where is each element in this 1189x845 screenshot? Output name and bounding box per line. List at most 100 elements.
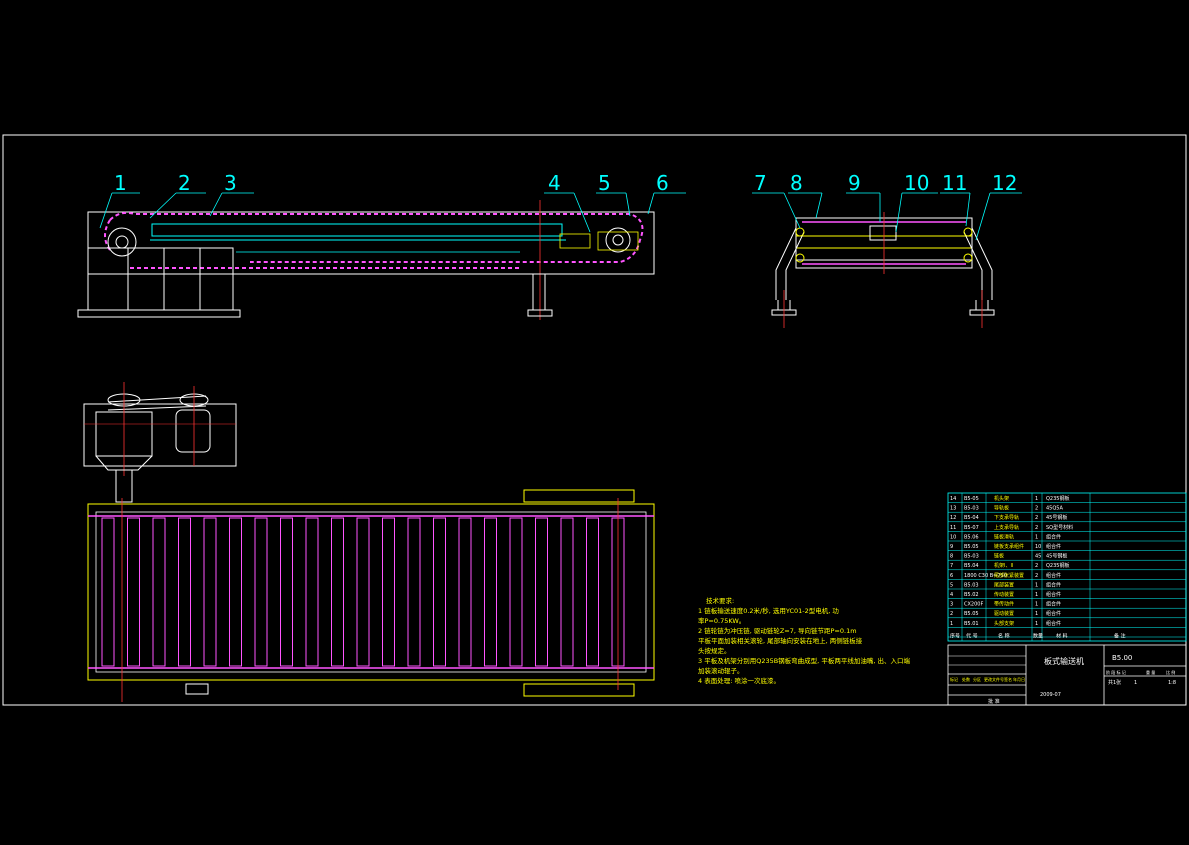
part-number: 9 bbox=[950, 544, 953, 550]
balloon-12: 12 bbox=[992, 171, 1017, 195]
part-number: 11 bbox=[950, 525, 956, 531]
part-number: 2 bbox=[950, 611, 953, 617]
part-name: 机架I、II bbox=[994, 562, 1013, 569]
part-material: 组合件 bbox=[1046, 581, 1061, 588]
part-qty: 1 bbox=[1035, 621, 1038, 627]
part-code: B5.05 bbox=[964, 544, 979, 550]
note-line: 4 表面处理: 喷涂一次底漆。 bbox=[698, 677, 780, 685]
balloon-1: 1 bbox=[114, 171, 127, 195]
chain-slat bbox=[560, 517, 574, 667]
part-name: 尾部装置 bbox=[994, 581, 1014, 588]
scale-value: 1:8 bbox=[1168, 680, 1176, 686]
sheet-number: 1 bbox=[1134, 680, 1137, 686]
part-code: B5.02 bbox=[964, 592, 979, 598]
part-code: B5.01 bbox=[964, 621, 979, 627]
part-code: B5-04 bbox=[964, 515, 979, 521]
balloon-5: 5 bbox=[598, 171, 611, 195]
part-code: B5.06 bbox=[964, 534, 979, 540]
balloon-8: 8 bbox=[790, 171, 803, 195]
revision-header-date: 年月日 bbox=[1013, 676, 1025, 682]
chain-slat bbox=[101, 517, 115, 667]
weight-label: 重 量 bbox=[1146, 669, 1155, 675]
part-qty: 1 bbox=[1035, 496, 1038, 502]
chain-slat bbox=[382, 517, 395, 667]
chain-slat bbox=[458, 517, 472, 667]
part-code: B5.04 bbox=[964, 563, 979, 569]
chain-slat bbox=[535, 517, 548, 667]
chain-slat bbox=[178, 517, 191, 667]
revision-header-zone: 分区 bbox=[973, 676, 981, 682]
chain-slat bbox=[407, 517, 421, 667]
part-name: 上支承导轨 bbox=[994, 524, 1019, 531]
note-line: 2 链轮链为冲压链, 驱动链轮Z=7, 导向链节距P=0.1m bbox=[698, 627, 857, 635]
title-block: 板式输送机 B5.00 1:8 共1张 1 2009-07 批 准 标记 处数 … bbox=[947, 644, 1187, 706]
part-name: 链板滑轨 bbox=[994, 533, 1014, 540]
part-qty: 45 bbox=[1035, 554, 1041, 560]
balloon-10: 10 bbox=[904, 171, 929, 195]
note-line: 平板平面加装相关滚轮, 尾部轴向安装在地上, 两侧链板接 bbox=[698, 637, 863, 645]
part-number: 4 bbox=[950, 592, 953, 598]
part-qty: 2 bbox=[1035, 525, 1038, 531]
part-number: 6 bbox=[950, 573, 953, 579]
part-qty: 2 bbox=[1035, 515, 1038, 521]
part-qty: 1 bbox=[1035, 611, 1038, 617]
header-no: 序号 bbox=[950, 632, 960, 639]
part-material: 组合件 bbox=[1046, 533, 1061, 540]
conveyor-frame bbox=[87, 211, 655, 275]
balloon-3: 3 bbox=[224, 171, 237, 195]
part-number: 3 bbox=[950, 602, 953, 608]
balloon-7: 7 bbox=[754, 171, 767, 195]
note-line: 1 链板输送速度0.2米/秒, 选用YC01-2型电机, 功 bbox=[698, 607, 839, 615]
part-qty: 1 bbox=[1035, 582, 1038, 588]
balloon-2: 2 bbox=[178, 171, 191, 195]
part-name: 尾部张紧装置 bbox=[994, 572, 1024, 579]
part-number: 5 bbox=[950, 582, 953, 588]
chain-slat bbox=[331, 517, 344, 667]
chain-slat bbox=[203, 517, 217, 667]
chain-slat bbox=[127, 517, 140, 667]
header-remark: 备 注 bbox=[1114, 632, 1126, 639]
date-code: 2009-07 bbox=[1040, 692, 1061, 698]
part-material: 组合件 bbox=[1046, 620, 1061, 627]
stage-label: 阶 段 标 记 bbox=[1106, 669, 1126, 675]
part-material: 组合件 bbox=[1046, 591, 1061, 598]
part-qty: 1 bbox=[1035, 602, 1038, 608]
part-code: B5.03 bbox=[964, 582, 979, 588]
revision-header-count: 处数 bbox=[962, 676, 970, 682]
drawing-title: 板式输送机 bbox=[1044, 656, 1084, 666]
part-qty: 10 bbox=[1035, 544, 1041, 550]
part-code: 1800 C30 B=750 bbox=[964, 573, 1007, 579]
chain-slat bbox=[305, 517, 319, 667]
chain-slat bbox=[229, 517, 242, 667]
part-number: 10 bbox=[950, 534, 956, 540]
chain-slat bbox=[484, 517, 497, 667]
part-material: SQ型号材料 bbox=[1046, 524, 1073, 531]
drawing-number: B5.00 bbox=[1112, 654, 1132, 662]
part-name: 链板 bbox=[994, 553, 1004, 560]
chain-slat bbox=[433, 517, 446, 667]
chain-slat bbox=[509, 517, 523, 667]
header-name: 名 称 bbox=[998, 632, 1010, 639]
part-name: 头部支架 bbox=[994, 620, 1014, 627]
part-name: 机头架 bbox=[994, 495, 1009, 502]
note-line: 头按规定。 bbox=[698, 647, 731, 655]
tail-sprocket bbox=[605, 227, 631, 253]
balloon-11: 11 bbox=[942, 171, 967, 195]
chain-slat bbox=[586, 517, 599, 667]
part-material: 45号钢板 bbox=[1046, 514, 1067, 521]
part-material: Q235钢板 bbox=[1046, 495, 1069, 502]
balloon-6: 6 bbox=[656, 171, 669, 195]
part-code: B5-03 bbox=[964, 554, 979, 560]
part-number: 13 bbox=[950, 506, 956, 512]
part-material: 组合件 bbox=[1046, 572, 1061, 579]
part-code: B5-05 bbox=[964, 496, 979, 502]
chain-slat bbox=[280, 517, 293, 667]
balloon-9: 9 bbox=[848, 171, 861, 195]
part-number: 14 bbox=[950, 496, 956, 502]
drawing-border bbox=[2, 134, 1187, 706]
drive-top-view bbox=[83, 382, 237, 503]
part-qty: 2 bbox=[1035, 506, 1038, 512]
